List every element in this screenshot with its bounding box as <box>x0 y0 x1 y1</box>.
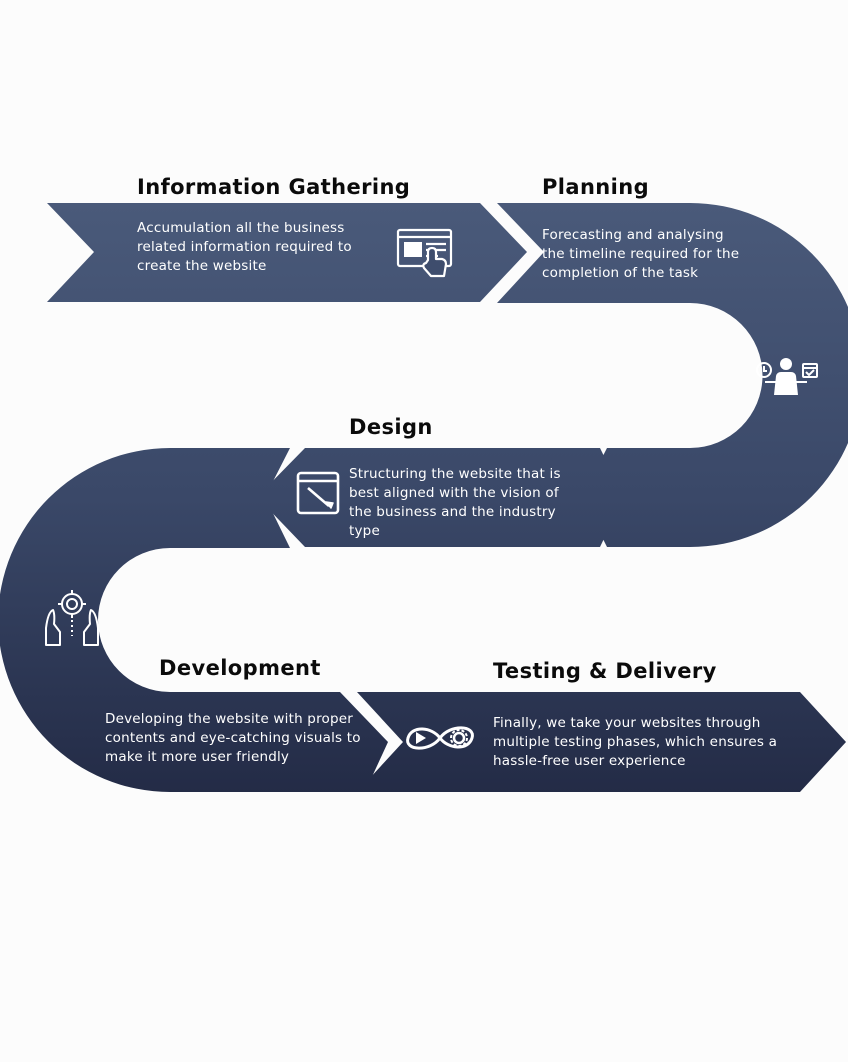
description-line: create the website <box>137 258 267 274</box>
person-clock-calendar-icon <box>756 358 818 395</box>
step-description-design: Structuring the website that is best ali… <box>349 465 561 541</box>
description-line: Developing the website with proper <box>105 711 354 727</box>
description-line: Accumulation all the business <box>137 220 345 236</box>
description-line: Forecasting and analysing <box>542 227 724 243</box>
description-line: completion of the task <box>542 265 699 281</box>
description-line: hassle-free user experience <box>493 753 686 769</box>
step-title-design: Design <box>349 415 433 439</box>
band-planning-curve <box>497 203 848 547</box>
description-line: type <box>349 523 380 539</box>
description-line: multiple testing phases, which ensures a <box>493 734 778 750</box>
step-description-information-gathering: Accumulation all the business related in… <box>137 219 352 276</box>
description-line: Finally, we take your websites through <box>493 715 761 731</box>
step-title-information-gathering: Information Gathering <box>137 175 411 199</box>
browser-pen-icon <box>296 471 340 515</box>
description-line: related information required to <box>137 239 352 255</box>
step-title-planning: Planning <box>542 175 650 199</box>
band-development-curve <box>0 448 388 792</box>
description-line: the timeline required for the <box>542 246 740 262</box>
step-description-planning: Forecasting and analysing the timeline r… <box>542 226 739 283</box>
step-description-testing-delivery: Finally, we take your websites through m… <box>493 714 777 771</box>
step-title-testing-delivery: Testing & Delivery <box>493 659 717 683</box>
description-line: contents and eye-catching visuals to <box>105 730 361 746</box>
chevron-information-gathering <box>47 203 527 302</box>
hands-gear-bulb-icon <box>45 590 99 646</box>
step-title-development: Development <box>159 656 321 680</box>
infinity-play-gear-icon <box>406 726 474 750</box>
step-description-development: Developing the website with proper conte… <box>105 710 361 767</box>
chevron-design <box>257 448 624 547</box>
description-line: make it more user friendly <box>105 749 290 765</box>
description-line: best aligned with the vision of <box>349 485 559 501</box>
description-line: the business and the industry <box>349 504 556 520</box>
description-line: Structuring the website that is <box>349 466 561 482</box>
web-form-click-icon <box>396 228 453 278</box>
arrow-testing-delivery <box>357 692 846 792</box>
